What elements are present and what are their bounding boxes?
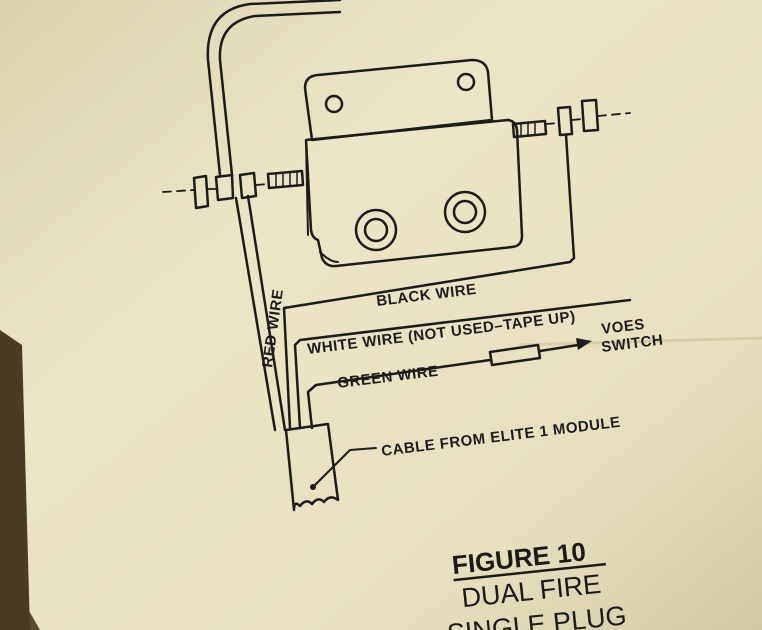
coil-bracket [303, 58, 494, 142]
coil-tower-left-inner [363, 217, 389, 243]
right-axis [545, 112, 631, 125]
left-terminal-2 [238, 171, 258, 200]
cable-pointer-dot [310, 484, 316, 490]
voes-label: VOES [600, 316, 645, 338]
voes-lead [538, 343, 580, 353]
red-wire-top-loop [206, 0, 342, 177]
left-nut [192, 174, 210, 210]
coil-tower-right [443, 190, 487, 234]
red-wire-top-loop-inner [218, 10, 342, 177]
coil-body [304, 118, 524, 268]
bracket-hole-right [456, 72, 476, 92]
white-wire [293, 298, 632, 430]
right-stud-threads [520, 121, 536, 137]
figure-caption: FIGURE 10 DUAL FIRE SINGLE PLUG [446, 536, 628, 630]
left-axis [162, 183, 269, 193]
coil-edge [305, 139, 339, 263]
left-stud-threads [275, 170, 298, 188]
voes-arrow [576, 338, 592, 350]
right-nut [580, 98, 600, 133]
table-edge [0, 330, 30, 630]
bracket-hole-left [324, 94, 344, 114]
right-terminal [556, 105, 574, 137]
black-wire [282, 133, 576, 430]
voes-resistor [488, 343, 542, 367]
paper-fold [519, 336, 762, 347]
cable-pointer [313, 447, 377, 487]
figure-number-underline [453, 562, 606, 582]
left-terminal [214, 173, 235, 202]
green-wire [306, 358, 492, 430]
coil-tower-right-inner [452, 199, 478, 225]
red-wire-down-2 [246, 194, 287, 432]
coil-tower-left [354, 208, 398, 252]
cable-connector [284, 422, 340, 512]
red-wire-down [234, 196, 277, 432]
